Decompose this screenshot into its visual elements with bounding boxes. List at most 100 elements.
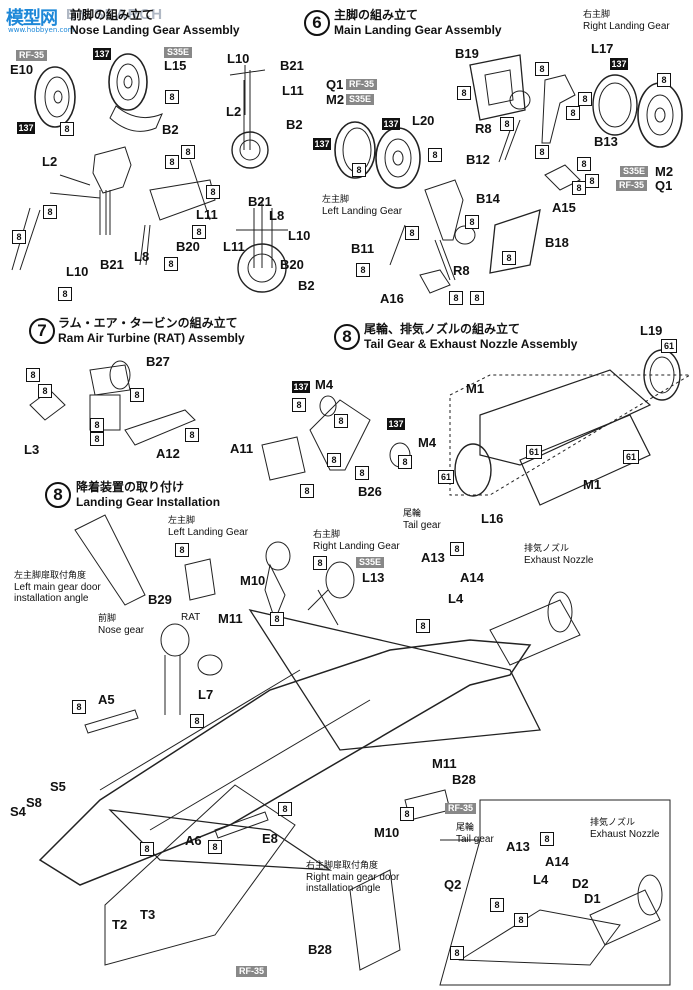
badge-8: 8 (165, 90, 179, 104)
step5-title: 前脚の組み立て Nose Landing Gear Assembly (70, 8, 240, 37)
part-B20: B20 (280, 257, 304, 272)
step8b-title: 降着装置の取り付け Landing Gear Installation (76, 480, 221, 509)
badge-8: 8 (356, 263, 370, 277)
note-tail-gear-inset: 尾輪 Tail gear (456, 823, 494, 845)
badge-8: 8 (12, 230, 26, 244)
note-rat: RAT (181, 612, 201, 623)
part-T2: T2 (112, 917, 128, 932)
part-L10: L10 (66, 264, 89, 279)
note-tail-gear: 尾輪 Tail gear (403, 509, 441, 531)
part-M1: M1 (466, 381, 485, 396)
badge-8: 8 (585, 174, 599, 188)
step6-title: 主脚の組み立て Main Landing Gear Assembly (334, 8, 502, 37)
part-A15: A15 (552, 200, 576, 215)
part-B13: B13 (594, 134, 618, 149)
note-nose-gear: 前脚 Nose gear (98, 614, 145, 636)
watermark-search: BY SEARCH (66, 6, 164, 23)
badge-8: 8 (192, 225, 206, 239)
part-D2: D2 (572, 876, 589, 891)
part-M10: M10 (240, 573, 266, 588)
part-L8: L8 (269, 208, 285, 223)
badge-137: 137 (610, 58, 628, 70)
badge-8: 8 (206, 185, 220, 199)
badge-8: 8 (190, 714, 204, 728)
part-B12: B12 (466, 152, 490, 167)
part-B26: B26 (358, 484, 382, 499)
step5-drawing (11, 53, 288, 293)
badge-8: 8 (72, 700, 86, 714)
part-A11: A11 (230, 441, 254, 456)
badge-8: 8 (500, 117, 514, 131)
part-Q1: Q1 (655, 178, 673, 193)
part-T3: T3 (140, 907, 156, 922)
tag-rf35: RF-35 (346, 79, 378, 90)
part-L10: L10 (288, 228, 311, 243)
part-M11: M11 (432, 756, 457, 771)
badge-8: 8 (38, 384, 52, 398)
part-B27: B27 (146, 354, 170, 369)
note-right-gear: 右主脚 Right Landing Gear (583, 10, 670, 32)
step8b-number: 8 (45, 482, 71, 508)
badge-8: 8 (292, 398, 306, 412)
badge-8: 8 (535, 62, 549, 76)
badge-8: 8 (181, 145, 195, 159)
badge-8: 8 (43, 205, 57, 219)
part-L20: L20 (412, 113, 435, 128)
part-L4: L4 (448, 591, 464, 606)
part-M11: M11 (218, 611, 243, 626)
badge-8: 8 (185, 428, 199, 442)
badge-8: 8 (355, 466, 369, 480)
step6-number: 6 (304, 10, 330, 36)
part-L11: L11 (223, 239, 245, 254)
part-B20: B20 (176, 239, 200, 254)
tag-rf35: RF-35 (445, 803, 477, 814)
step7-title: ラム・エア・タービンの組み立て Ram Air Turbine (RAT) As… (58, 316, 245, 345)
badge-61: 61 (526, 445, 542, 459)
step8a-number: 8 (334, 324, 360, 350)
badge-8: 8 (26, 368, 40, 382)
badge-8: 8 (405, 226, 419, 240)
note-left-gear-s6: 左主脚 Left Landing Gear (322, 195, 403, 217)
part-A13: A13 (506, 839, 530, 854)
part-S5: S5 (50, 779, 66, 794)
part-L11: L11 (282, 83, 304, 98)
part-M1: M1 (583, 477, 602, 492)
part-M4: M4 (315, 377, 334, 392)
part-A16: A16 (380, 291, 404, 306)
watermark-brand: 模型网 (6, 8, 58, 29)
part-L16: L16 (481, 511, 504, 526)
badge-137: 137 (292, 381, 310, 393)
part-L3: L3 (24, 442, 40, 457)
badge-8: 8 (327, 453, 341, 467)
badge-8: 8 (514, 913, 528, 927)
badge-61: 61 (661, 339, 677, 353)
part-L2: L2 (42, 154, 58, 169)
badge-8: 8 (657, 73, 671, 87)
part-B19: B19 (455, 46, 479, 61)
site-watermark: 模型网 www.hobbyen.com BY SEARCH (2, 2, 182, 36)
part-B18: B18 (545, 235, 569, 250)
badge-8: 8 (175, 543, 189, 557)
tag-s35e: S35E (164, 47, 193, 58)
badge-137: 137 (382, 118, 400, 130)
badge-137: 137 (17, 122, 35, 134)
part-L8: L8 (134, 249, 150, 264)
badge-8: 8 (566, 106, 580, 120)
part-B28: B28 (452, 772, 476, 787)
tag-rf35: RF-35 (236, 966, 268, 977)
badge-8: 8 (140, 842, 154, 856)
part-A6: A6 (185, 833, 202, 848)
badge-8: 8 (352, 163, 366, 177)
note-right-door-angle: 右主脚扉取付角度 Right main gear door installati… (306, 861, 400, 894)
part-L4: L4 (533, 872, 549, 887)
part-R8: R8 (475, 121, 492, 136)
step7-drawing (29, 360, 196, 446)
part-B2: B2 (162, 122, 179, 137)
tag-s35e: S35E (356, 557, 385, 568)
badge-8: 8 (334, 414, 348, 428)
step7-number: 7 (29, 318, 55, 344)
part-S4: S4 (10, 804, 26, 819)
step8a-title: 尾輪、排気ノズルの組み立て Tail Gear & Exhaust Nozzle… (364, 322, 578, 351)
badge-8: 8 (130, 388, 144, 402)
note-left-door-angle: 左主脚扉取付角度 Left main gear door installatio… (14, 571, 101, 604)
